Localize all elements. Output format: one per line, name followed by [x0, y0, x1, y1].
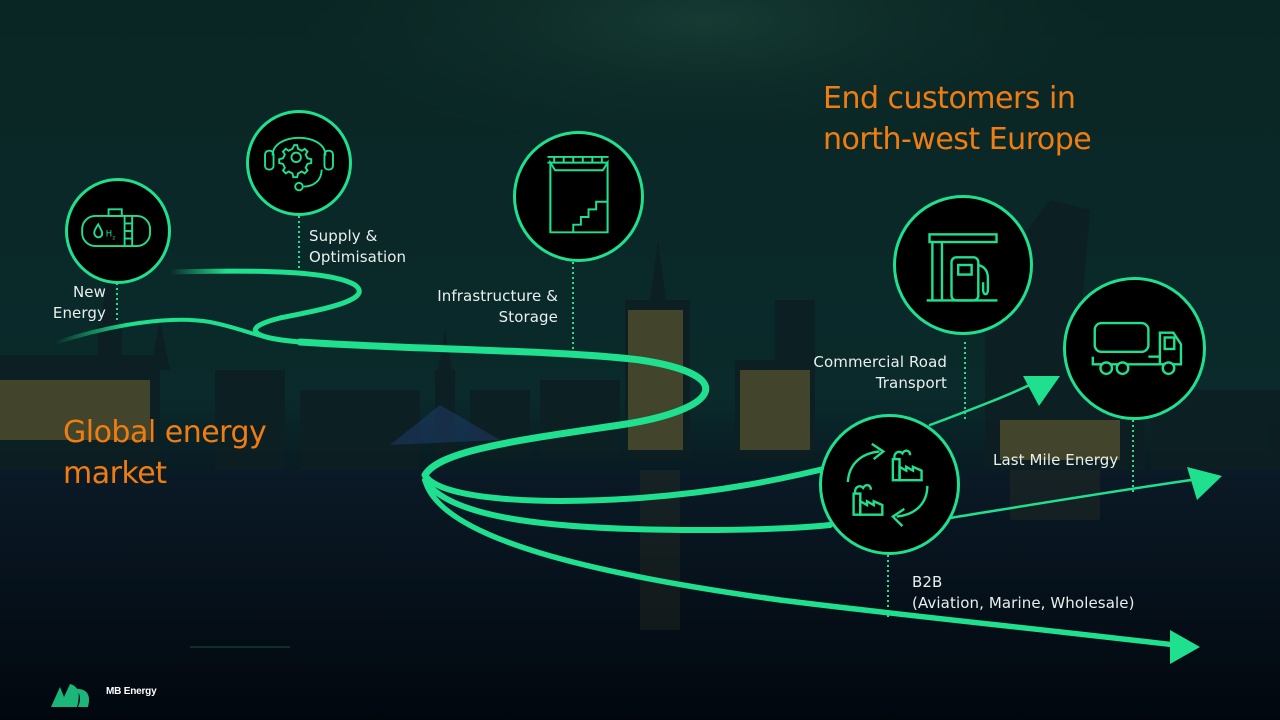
fuel-pump-icon: [926, 233, 998, 302]
arrow-b2b: [1170, 630, 1200, 664]
headset-gear-icon: [264, 136, 334, 192]
label-commercial-road-transport: Commercial Road Transport: [813, 353, 947, 392]
arrow-commercial-road: [1023, 376, 1060, 406]
factory-cycle-icon: [846, 442, 929, 527]
tanker-truck-icon: [1091, 321, 1183, 376]
arrow-last-mile: [1187, 467, 1222, 500]
node-last-mile-energy: [1063, 277, 1206, 420]
node-b2b: [819, 414, 960, 555]
storage-tank-stairs-icon: [547, 155, 609, 234]
brand-name: MB Energy: [106, 686, 157, 697]
label-b2b: B2B (Aviation, Marine, Wholesale): [912, 573, 1135, 612]
label-infrastructure-storage: Infrastructure & Storage: [437, 287, 558, 326]
brand-logo-icon: [51, 684, 90, 707]
node-supply-optimisation: [246, 110, 352, 216]
arrowheads: [1023, 376, 1222, 664]
label-supply-optimisation: Supply & Optimisation: [309, 227, 407, 266]
svg-text:2: 2: [112, 235, 115, 241]
svg-text:H: H: [106, 230, 112, 240]
label-last-mile-energy: Last Mile Energy: [993, 451, 1119, 469]
label-new-energy: New Energy: [52, 283, 106, 322]
headline-global-market: Global energy market: [63, 415, 267, 491]
node-infrastructure-storage: [513, 131, 644, 262]
hydrogen-tank-icon: H 2: [81, 208, 152, 248]
headline-end-customers: End customers in north-west Europe: [823, 81, 1092, 157]
node-commercial-road-transport: [893, 195, 1033, 335]
node-new-energy: H 2: [65, 178, 171, 284]
